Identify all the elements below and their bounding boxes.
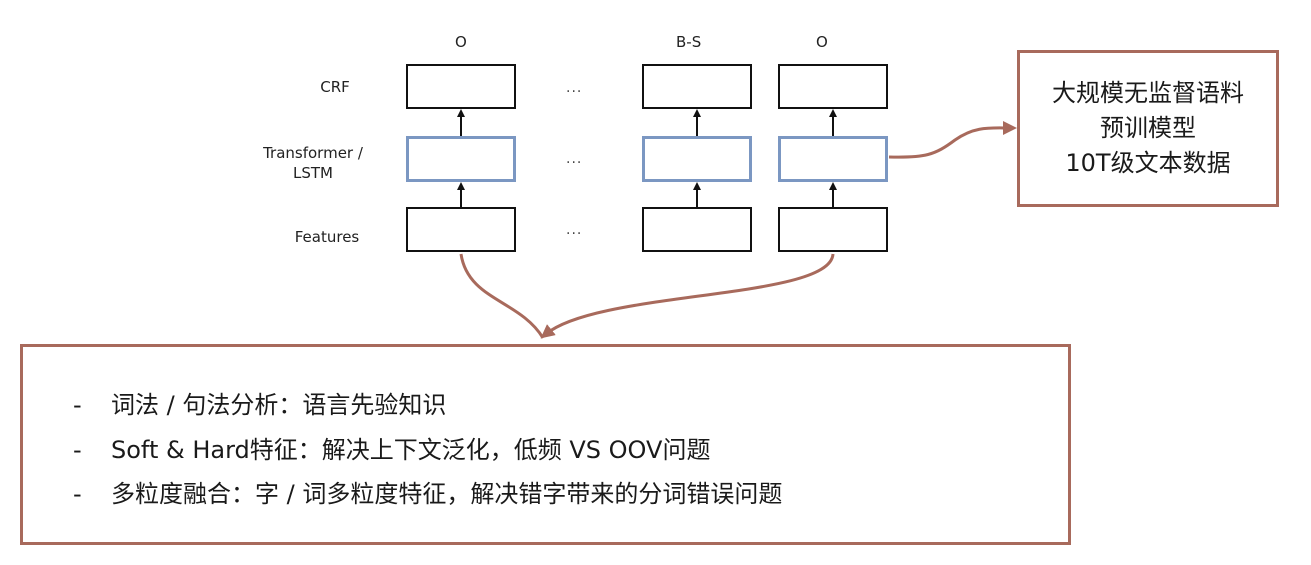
- note-text: 多粒度融合：字 / 词多粒度特征，解决错字带来的分词错误问题: [111, 480, 783, 508]
- feature-cell-1: [406, 207, 516, 252]
- encoder-cell-2: [642, 136, 752, 182]
- row-label-crf: CRF: [320, 78, 350, 96]
- connector-feature3-to-notes: [540, 253, 835, 339]
- encoder-cell-1: [406, 136, 516, 182]
- feature-notes-box: - 词法 / 句法分析：语言先验知识 - Soft & Hard特征：解决上下文泛化…: [20, 344, 1071, 545]
- column-label-3: O: [816, 33, 828, 51]
- column-label-1: O: [455, 33, 467, 51]
- note-text: Soft & Hard特征：解决上下文泛化，低频 VS OOV问题: [111, 436, 711, 464]
- note-bullet: -: [73, 391, 82, 419]
- column-label-2: B-S: [676, 33, 702, 51]
- pretrain-line-1: 大规模无监督语料: [1052, 79, 1244, 107]
- note-text: 词法 / 句法分析：语言先验知识: [111, 391, 447, 419]
- crf-cell-1: [406, 64, 516, 109]
- crf-cell-2: [642, 64, 752, 109]
- note-item-2: - Soft & Hard特征：解决上下文泛化，低频 VS OOV问题: [73, 430, 710, 465]
- connector-feature1-to-notes: [459, 253, 545, 339]
- row-label-features: Features: [294, 228, 360, 246]
- row-label-transformer-line1: Transformer /: [263, 144, 363, 162]
- pretrain-line-3: 10T级文本数据: [1065, 149, 1231, 177]
- note-bullet: -: [73, 480, 82, 508]
- feature-cell-2: [642, 207, 752, 252]
- ellipsis-features: ...: [566, 222, 583, 238]
- pretrain-model-box: 大规模无监督语料 预训模型 10T级文本数据: [1017, 50, 1279, 207]
- pretrain-line-2: 预训模型: [1100, 114, 1196, 142]
- note-item-1: - 词法 / 句法分析：语言先验知识: [73, 385, 446, 420]
- connector-encoder-to-pretrain: [888, 120, 1017, 159]
- note-bullet: -: [73, 436, 82, 464]
- ellipsis-crf: ...: [566, 80, 583, 96]
- encoder-cell-3: [778, 136, 888, 182]
- crf-cell-3: [778, 64, 888, 109]
- row-label-transformer: Transformer / LSTM: [248, 143, 378, 183]
- row-label-transformer-line2: LSTM: [293, 164, 333, 182]
- ellipsis-encoder: ...: [566, 151, 583, 167]
- feature-cell-3: [778, 207, 888, 252]
- note-item-3: - 多粒度融合：字 / 词多粒度特征，解决错字带来的分词错误问题: [73, 474, 782, 509]
